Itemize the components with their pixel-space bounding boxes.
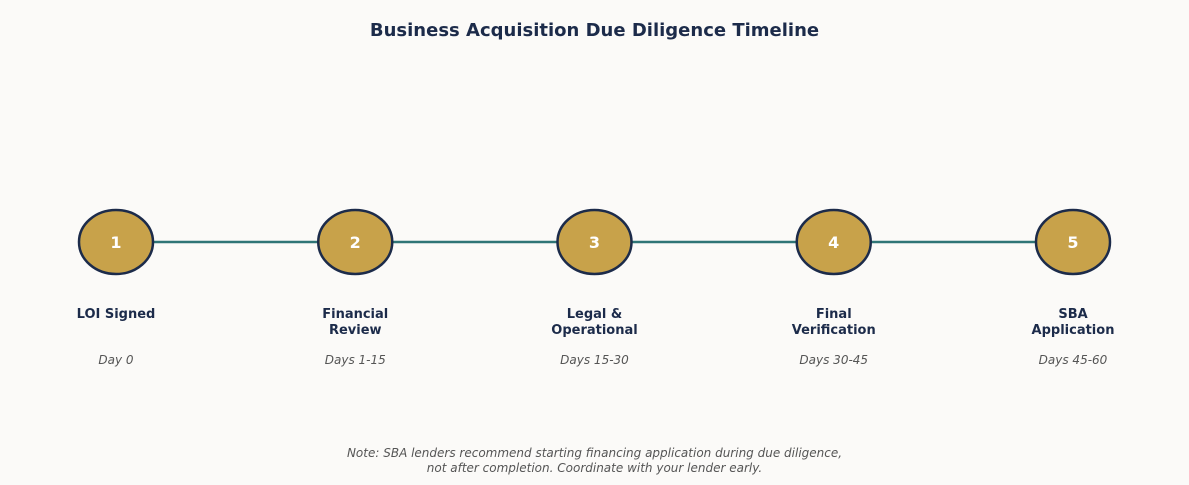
step-circle	[77, 208, 155, 276]
step-number: 2	[350, 233, 361, 252]
footnote-line-1: Note: SBA lenders recommend starting fin…	[346, 446, 843, 460]
footnote-line-2: not after completion. Coordinate with yo…	[426, 461, 763, 475]
step-node-2: 2	[317, 208, 394, 276]
step-days: Days 15-30	[560, 353, 629, 367]
step-days: Days 1-15	[324, 353, 386, 367]
step-circle	[317, 208, 394, 276]
step-node-3: 3	[556, 208, 633, 276]
step-node-1: 1	[77, 208, 155, 276]
step-number: 4	[828, 233, 839, 252]
step-label: LOI Signed	[76, 307, 156, 322]
step-circle	[795, 208, 872, 276]
step-number: 1	[110, 233, 121, 252]
step-label: SBA Application	[1031, 307, 1115, 338]
step-number: 5	[1067, 233, 1078, 252]
step-node-5: 5	[1034, 208, 1112, 276]
step-label: Legal & Operational	[551, 307, 638, 338]
page-title: Business Acquisition Due Diligence Timel…	[369, 20, 820, 41]
step-label: Final Verification	[791, 307, 876, 338]
step-circle	[1034, 208, 1112, 276]
step-days: Days 45-60	[1038, 353, 1108, 367]
footnote: Note: SBA lenders recommend starting fin…	[0, 446, 1189, 476]
step-number: 3	[589, 233, 600, 252]
step-circle	[556, 208, 633, 276]
step-node-4: 4	[795, 208, 872, 276]
step-days: Days 30-45	[799, 353, 869, 367]
step-label: Financial Review	[322, 307, 389, 338]
step-days: Day 0	[98, 353, 134, 367]
